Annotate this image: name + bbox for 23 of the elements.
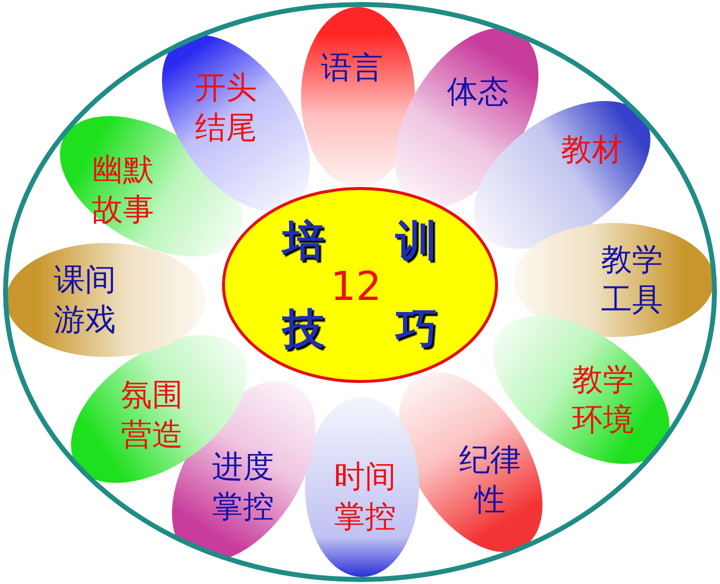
petal-label: 教学环境 xyxy=(570,360,635,440)
petal xyxy=(162,34,310,212)
petal xyxy=(395,28,539,208)
petal-label: 教学工具 xyxy=(600,241,664,320)
petal xyxy=(305,397,419,577)
petal-label: 课间游戏 xyxy=(53,261,117,340)
petal xyxy=(301,7,415,187)
petal xyxy=(514,223,714,337)
petal xyxy=(399,372,543,552)
center-title: 培训 xyxy=(282,219,438,263)
center-number: 12 xyxy=(330,267,382,307)
petal-label: 幽默故事 xyxy=(90,150,155,230)
petal-label: 开头结尾 xyxy=(194,68,258,148)
petal-label: 语言 xyxy=(320,49,384,88)
petal-label: 进度掌控 xyxy=(210,448,275,527)
petal-label: 时间掌控 xyxy=(333,458,397,537)
petal xyxy=(6,243,206,357)
outer-ring xyxy=(3,2,717,582)
center-title: 技巧 xyxy=(282,307,438,351)
petal-label: 教材 xyxy=(560,130,624,170)
petal-label: 氛围营造 xyxy=(120,376,184,455)
petal-label: 体态 xyxy=(446,72,510,112)
petal-label: 纪律性 xyxy=(458,440,522,520)
